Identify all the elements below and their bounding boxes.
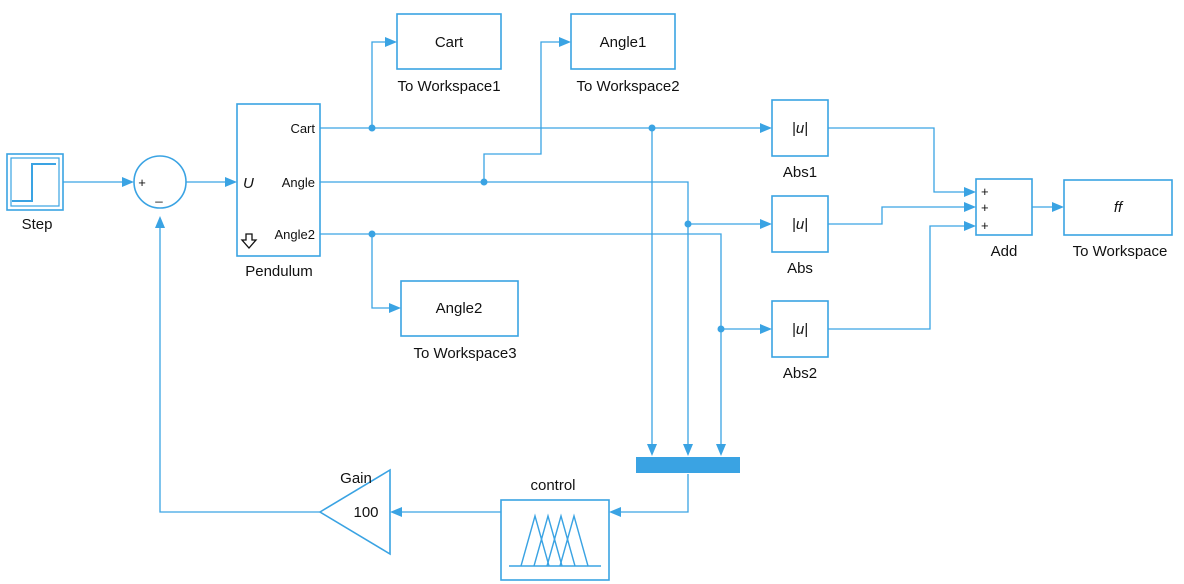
to-workspace1-variable: Cart [435, 34, 464, 51]
wire-abs2-to-add [828, 225, 966, 330]
wire-mux-to-control [619, 474, 689, 513]
to-workspace1-block[interactable]: Cart To Workspace1 [396, 13, 502, 95]
gain-label: Gain [340, 470, 372, 487]
gain-value: 100 [353, 504, 378, 521]
signal-lines [63, 37, 1064, 517]
control-block[interactable]: control [500, 477, 610, 581]
down-arrow-icon [240, 233, 258, 249]
abs1-function: |u| [792, 120, 808, 137]
wire-angle2-to-workspace3 [371, 234, 391, 309]
add-sign-1: + [981, 184, 989, 199]
to-workspace2-variable: Angle1 [600, 34, 647, 51]
pendulum-block-body[interactable] [236, 103, 321, 257]
step-icon [12, 163, 56, 202]
wire-abs1-to-add [828, 127, 966, 193]
pendulum-port-angle: Angle [282, 175, 315, 190]
wire-gain-to-sum [159, 228, 320, 513]
to-workspace2-label: To Workspace2 [576, 78, 679, 95]
branch-point [648, 124, 656, 132]
to-workspace3-label: To Workspace3 [413, 345, 516, 362]
add-sign-2: + [981, 200, 989, 215]
wire-cart-to-workspace1 [371, 41, 387, 128]
branch-point [368, 124, 376, 132]
add-body[interactable] [975, 178, 1033, 236]
sum-block[interactable]: + _ [133, 155, 187, 209]
abs1-body[interactable] [771, 99, 829, 157]
wire-angle-to-mux [320, 181, 689, 446]
control-label: control [530, 477, 575, 494]
to-workspace1-label: To Workspace1 [397, 78, 500, 95]
add-sign-3: + [981, 218, 989, 233]
branch-point [480, 178, 488, 186]
step-block[interactable]: Step [6, 153, 64, 233]
to-workspace3-variable: Angle2 [436, 300, 483, 317]
abs2-body[interactable] [771, 300, 829, 358]
to-workspace2-block[interactable]: Angle1 To Workspace2 [570, 13, 680, 95]
gain-body[interactable] [318, 468, 391, 556]
pendulum-port-cart: Cart [290, 121, 315, 136]
abs2-block[interactable]: |u| Abs2 [771, 300, 829, 382]
pendulum-label: Pendulum [245, 263, 313, 280]
add-block[interactable]: + + + Add [975, 178, 1033, 260]
abs-block[interactable]: |u| Abs [771, 195, 829, 277]
to-workspace-label: To Workspace [1073, 243, 1168, 260]
branch-point [368, 230, 376, 238]
wire-angle-to-workspace2 [483, 41, 561, 182]
abs-body[interactable] [771, 195, 829, 253]
wire-abs-to-add [828, 206, 966, 225]
branch-point [684, 220, 692, 228]
abs2-function: |u| [792, 321, 808, 338]
sum-plus-sign: + [138, 175, 146, 190]
to-workspace3-block[interactable]: Angle2 To Workspace3 [400, 280, 519, 362]
to-workspace-variable: ff [1114, 199, 1124, 216]
abs-function: |u| [792, 216, 808, 233]
mux-block[interactable] [636, 457, 740, 473]
abs-label: Abs [787, 260, 813, 277]
abs2-label: Abs2 [783, 365, 817, 382]
branch-point [717, 325, 725, 333]
to-workspace-body[interactable] [1063, 179, 1173, 236]
pendulum-block[interactable]: U Cart Angle Angle2 Pendulum [236, 103, 321, 280]
pendulum-input-port: U [243, 175, 254, 192]
sum-block-body[interactable] [133, 155, 187, 209]
branch-points [368, 124, 725, 333]
to-workspace2-body[interactable] [570, 13, 676, 70]
add-label: Add [991, 243, 1018, 260]
sum-minus-sign: _ [154, 188, 163, 203]
membership-function-icon [509, 513, 601, 567]
wire-angle2-to-mux [320, 233, 722, 446]
gain-block[interactable]: 100 Gain [318, 468, 391, 556]
step-label: Step [22, 216, 53, 233]
to-workspace-block[interactable]: ff To Workspace [1063, 179, 1173, 260]
pendulum-port-angle2: Angle2 [275, 227, 315, 242]
to-workspace1-body[interactable] [396, 13, 502, 70]
to-workspace3-body[interactable] [400, 280, 519, 337]
abs1-label: Abs1 [783, 164, 817, 181]
abs1-block[interactable]: |u| Abs1 [771, 99, 829, 181]
